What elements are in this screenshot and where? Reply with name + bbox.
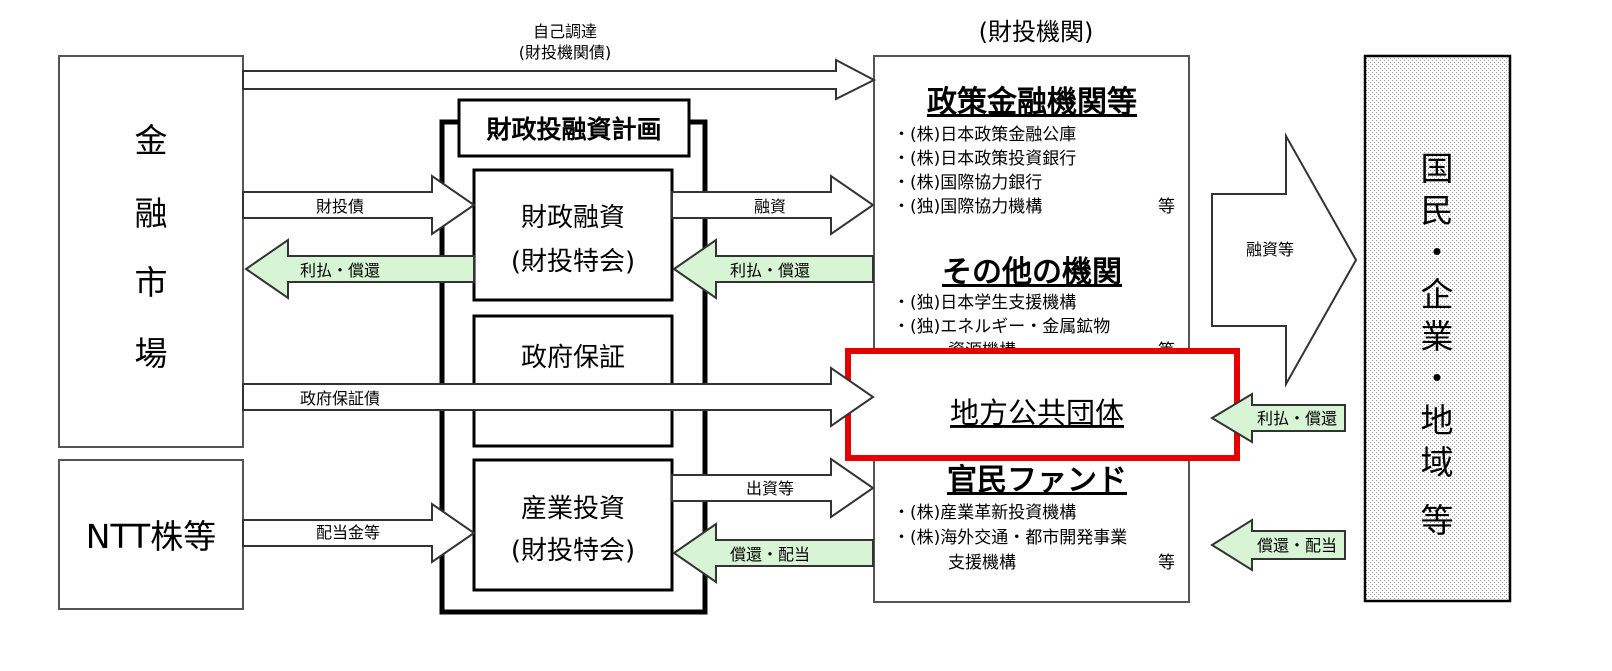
citizens-char-1: 国 bbox=[1421, 149, 1454, 188]
citizens-char-5: 業 bbox=[1421, 317, 1454, 356]
public-private-fund-title: 官民ファンド bbox=[947, 463, 1127, 498]
policy-item-4: ・(独)国際協力機構 bbox=[893, 197, 1042, 217]
fund-item-2: ・(株)海外交通・都市開発事業 bbox=[893, 528, 1127, 548]
lending-label: 融資等 bbox=[1246, 240, 1294, 259]
dividend-arrow bbox=[242, 502, 476, 564]
other-institutions-title: その他の機関 bbox=[942, 255, 1122, 290]
fiscal-bond-label: 財投債 bbox=[316, 197, 364, 216]
self-procurement-arrow bbox=[242, 58, 877, 101]
interest-repayment-mid-arrow bbox=[672, 238, 874, 300]
plan-title-box bbox=[457, 98, 691, 158]
repay-dividend-right-arrow bbox=[1210, 518, 1346, 572]
citizens-char-6: ・ bbox=[1421, 359, 1454, 398]
fund-item-3: 支援機構 bbox=[948, 553, 1016, 573]
interest-repayment-right-label: 利払・償還 bbox=[1257, 409, 1337, 428]
guaranteed-bond-label: 政府保証債 bbox=[300, 389, 380, 408]
guaranteed-bond-arrow bbox=[242, 366, 875, 428]
ntt-box bbox=[58, 459, 244, 610]
other-item-2: ・(独)エネルギー・金属鉱物 bbox=[893, 317, 1110, 337]
citizens-char-2: 民 bbox=[1421, 191, 1454, 230]
dividend-label: 配当金等 bbox=[316, 523, 380, 542]
institutions-box bbox=[873, 55, 1190, 603]
interest-repayment-left-label: 利払・償還 bbox=[300, 261, 380, 280]
policy-etc: 等 bbox=[1158, 197, 1175, 217]
financial-market-char-2: 融 bbox=[135, 194, 168, 233]
lending-arrow bbox=[1211, 132, 1358, 388]
policy-finance-title: 政策金融機関等 bbox=[927, 85, 1137, 120]
loan-arrow bbox=[671, 174, 875, 236]
interest-repayment-mid-label: 利払・償還 bbox=[730, 261, 810, 280]
self-procurement-sublabel: (財投機関債) bbox=[519, 43, 612, 62]
financial-market-char-1: 金 bbox=[135, 121, 168, 160]
fund-etc: 等 bbox=[1158, 553, 1175, 573]
government-guarantee-box bbox=[472, 314, 674, 448]
government-guarantee-label: 政府保証 bbox=[521, 343, 625, 373]
self-procurement-label: 自己調達 bbox=[533, 22, 597, 41]
repay-dividend-right-label: 償還・配当 bbox=[1257, 536, 1337, 555]
industrial-investment-sub: (財投特会) bbox=[511, 536, 635, 566]
financial-market-box bbox=[58, 55, 244, 448]
citizens-char-7: 地 bbox=[1421, 401, 1454, 440]
fiscal-loan-label: 財政融資 bbox=[521, 203, 625, 233]
interest-repayment-right-arrow bbox=[1210, 392, 1346, 444]
institutions-header: (財投機関) bbox=[979, 18, 1094, 46]
local-government-panel bbox=[848, 351, 1237, 458]
other-item-1: ・(独)日本学生支援機構 bbox=[893, 293, 1076, 313]
investment-label: 出資等 bbox=[746, 479, 794, 498]
fiscal-bond-arrow bbox=[242, 174, 476, 236]
citizens-char-3: ・ bbox=[1421, 233, 1454, 272]
fiscal-loan-sub: (財投特会) bbox=[511, 247, 635, 277]
citizens-box bbox=[1363, 54, 1512, 603]
policy-item-1: ・(株)日本政策金融公庫 bbox=[893, 125, 1076, 145]
repay-dividend-mid-arrow bbox=[672, 522, 874, 584]
financial-market-char-3: 市 bbox=[135, 263, 168, 302]
policy-item-2: ・(株)日本政策投資銀行 bbox=[893, 149, 1076, 169]
investment-arrow bbox=[671, 457, 875, 519]
financial-market-char-4: 場 bbox=[135, 334, 168, 373]
citizens-char-4: 企 bbox=[1421, 275, 1454, 314]
repay-dividend-mid-label: 償還・配当 bbox=[730, 545, 810, 564]
ntt-label: NTT株等 bbox=[86, 517, 216, 556]
fiscal-loan-box bbox=[472, 168, 674, 302]
citizens-char-8: 域 bbox=[1421, 443, 1454, 482]
plan-title: 財政投融資計画 bbox=[486, 115, 661, 144]
policy-item-3: ・(株)国際協力銀行 bbox=[893, 173, 1042, 193]
industrial-investment-box bbox=[472, 458, 674, 592]
industrial-investment-label: 産業投資 bbox=[521, 494, 625, 524]
citizens-char-9: 等 bbox=[1421, 501, 1454, 540]
fund-item-1: ・(株)産業革新投資機構 bbox=[893, 503, 1076, 523]
local-government-label: 地方公共団体 bbox=[950, 396, 1124, 430]
interest-repayment-left-arrow bbox=[244, 238, 475, 300]
loan-label: 融資 bbox=[754, 197, 786, 216]
